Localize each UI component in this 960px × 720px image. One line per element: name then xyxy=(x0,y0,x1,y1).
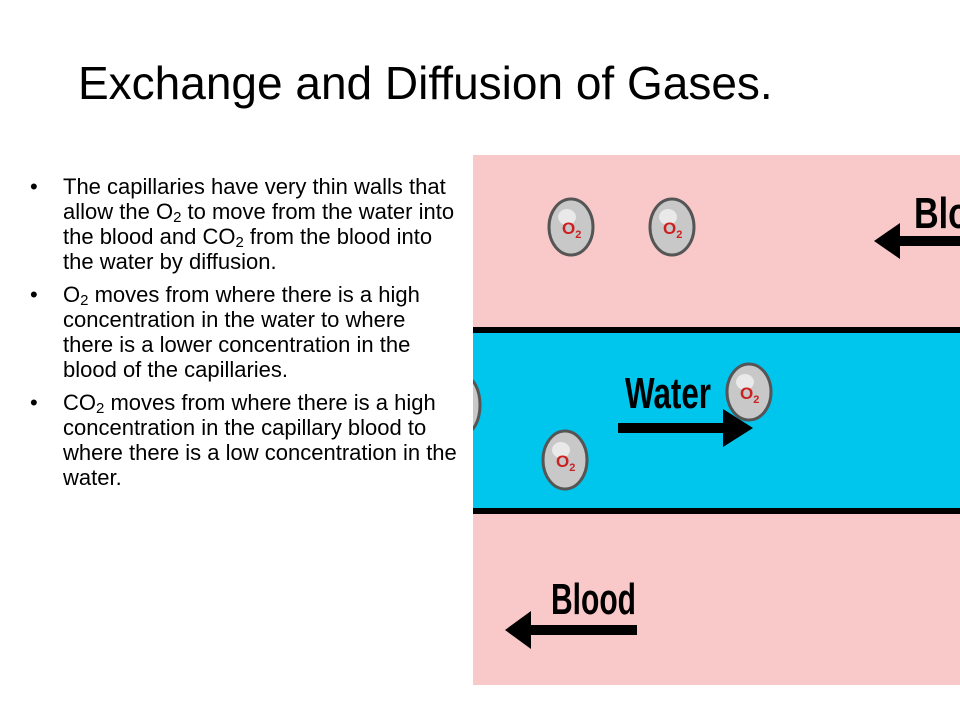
oxygen-molecule-icon: O2 xyxy=(648,197,696,257)
bullet-item: O2 moves from where there is a high conc… xyxy=(30,282,460,382)
svg-text:O2: O2 xyxy=(740,384,759,406)
water-label: Water xyxy=(625,369,711,418)
oxygen-molecule-icon: O2 xyxy=(547,197,595,257)
water-channel xyxy=(473,332,960,508)
capillary-wall-bottom xyxy=(473,508,960,514)
blood-label-bottom: Blood xyxy=(551,575,636,624)
oxygen-molecule-icon: O2 xyxy=(725,362,773,422)
gill-exchange-diagram: Blo Water Blood O2 O2 xyxy=(473,155,960,685)
arrow-left-icon xyxy=(505,611,637,649)
blood-region-bottom xyxy=(473,513,960,685)
slide-title: Exchange and Diffusion of Gases. xyxy=(78,57,773,109)
bullet-item: CO2 moves from where there is a high con… xyxy=(30,390,460,490)
svg-text:O2: O2 xyxy=(663,219,682,241)
arrow-left-icon xyxy=(874,223,960,259)
capillary-wall-top xyxy=(473,327,960,333)
bullet-list: The capillaries have very thin walls tha… xyxy=(30,174,460,498)
oxygen-molecule-icon: O2 xyxy=(541,429,589,491)
svg-text:O2: O2 xyxy=(556,452,575,474)
svg-text:O2: O2 xyxy=(562,219,581,241)
oxygen-molecule-partial-icon xyxy=(473,379,482,431)
arrow-right-icon xyxy=(618,409,753,447)
bullet-item: The capillaries have very thin walls tha… xyxy=(30,174,460,274)
blood-label-top: Blo xyxy=(914,189,960,238)
